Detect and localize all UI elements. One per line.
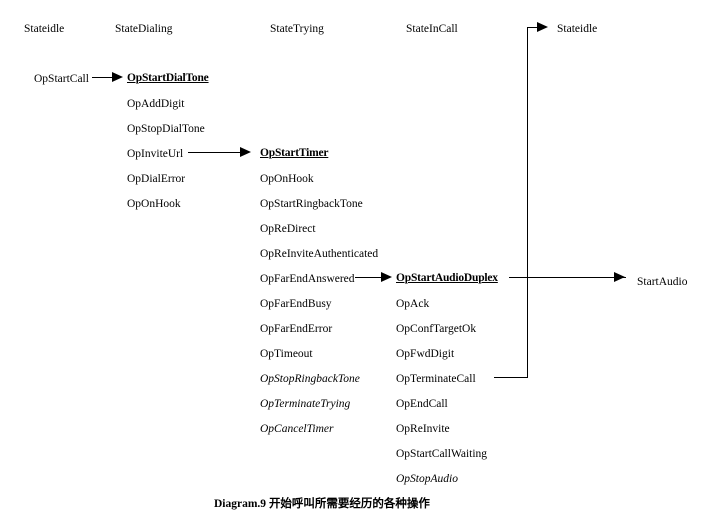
operation-opstarttimer[interactable]: OpStartTimer (260, 147, 329, 159)
operation-opstartcall[interactable]: OpStartCall (34, 73, 89, 85)
operation-opstartcallwaiting[interactable]: OpStartCallWaiting (396, 448, 488, 460)
operation-opstartdialtone[interactable]: OpStartDialTone (127, 72, 209, 84)
operation-opcanceltimer[interactable]: OpCancelTimer (260, 423, 334, 435)
operation-oponhook-trying[interactable]: OpOnHook (260, 173, 314, 185)
transition-line-opterminatecall-elbow-vertical (527, 27, 528, 378)
transition-line-opterminatecall-to-stateidle (527, 27, 545, 28)
operation-opstartaudioduplex[interactable]: OpStartAudioDuplex (396, 272, 498, 284)
operation-opendcall[interactable]: OpEndCall (396, 398, 448, 410)
operation-opack[interactable]: OpAck (396, 298, 430, 310)
operation-opterminatetrying[interactable]: OpTerminateTrying (260, 398, 351, 410)
column-header-stateincall: StateInCall (406, 23, 458, 35)
external-label-startaudio: StartAudio (637, 276, 688, 288)
transition-line-opterminatecall-elbow-horizontal (494, 377, 528, 378)
operation-opfarenderror[interactable]: OpFarEndError (260, 323, 333, 335)
column-header-statedialing: StateDialing (115, 23, 173, 35)
transition-line-opinviteurl-to-opstarttimer (188, 152, 243, 153)
transition-line-opstartcall-to-opstartdialtone (92, 77, 118, 78)
transition-arrow-opterminatecall-to-stateidle (537, 22, 548, 32)
transition-arrow-opstartaudioduplex-to-startaudio (614, 272, 625, 282)
operation-opfwddigit[interactable]: OpFwdDigit (396, 348, 455, 360)
operation-opadddigit[interactable]: OpAddDigit (127, 98, 185, 110)
column-header-statetrying: StateTrying (270, 23, 324, 35)
caption-text: 开始呼叫所需要经历的各种操作 (268, 496, 430, 510)
transition-line-opfarendanswered-to-opstartaudioduplex (355, 277, 385, 278)
column-header-stateidle: Stateidle (24, 23, 65, 35)
operation-opfarendbusy[interactable]: OpFarEndBusy (260, 298, 332, 310)
operation-opstopdialtone[interactable]: OpStopDialTone (127, 123, 205, 135)
caption-number: Diagram.9 (214, 498, 267, 510)
transition-arrow-opinviteurl-to-opstarttimer (240, 147, 251, 157)
operation-optimeout[interactable]: OpTimeout (260, 348, 313, 360)
operation-opstartringbacktone[interactable]: OpStartRingbackTone (260, 198, 363, 210)
transition-line-opstartaudioduplex-to-startaudio (509, 277, 626, 278)
operation-opfarendanswered[interactable]: OpFarEndAnswered (260, 273, 355, 285)
column-header-stateidle-return: Stateidle (557, 23, 598, 35)
operation-opterminatecall[interactable]: OpTerminateCall (396, 373, 476, 385)
operation-opreinviteauthenticated[interactable]: OpReInviteAuthenticated (260, 248, 379, 260)
operation-opreinvite[interactable]: OpReInvite (396, 423, 450, 435)
diagram-caption: Diagram.9 开始呼叫所需要经历的各种操作 (214, 495, 430, 511)
operation-opdialerror[interactable]: OpDialError (127, 173, 186, 185)
operation-opstopringbacktone[interactable]: OpStopRingbackTone (260, 373, 360, 385)
operation-opredirect[interactable]: OpReDirect (260, 223, 316, 235)
operation-opinviteurl[interactable]: OpInviteUrl (127, 148, 184, 160)
operation-oponhook-dialing[interactable]: OpOnHook (127, 198, 181, 210)
transition-arrow-opstartcall-to-opstartdialtone (112, 72, 123, 82)
operation-opstopaudio[interactable]: OpStopAudio (396, 473, 458, 485)
operation-opconftargetok[interactable]: OpConfTargetOk (396, 323, 477, 335)
transition-arrow-opfarendanswered-to-opstartaudioduplex (381, 272, 392, 282)
